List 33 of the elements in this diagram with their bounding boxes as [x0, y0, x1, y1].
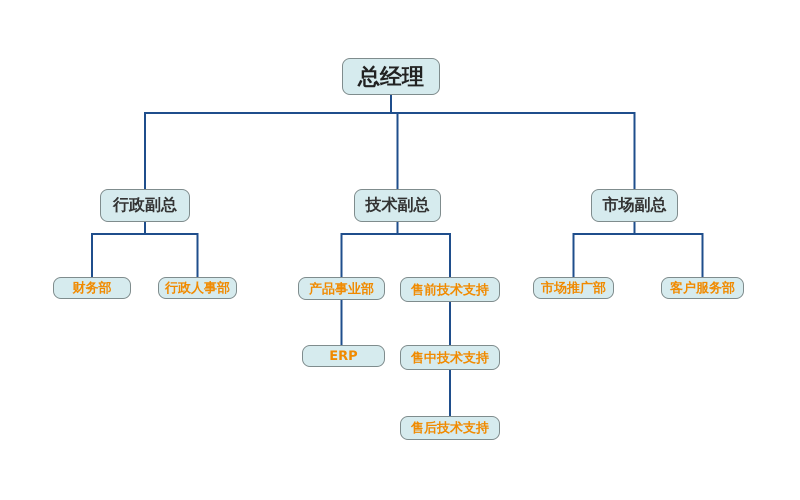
org-box [53, 277, 131, 299]
org-box [661, 277, 744, 299]
org-box [158, 277, 237, 299]
connector-line [340, 300, 342, 345]
box-label: ERP [329, 348, 358, 364]
connector-line [634, 222, 704, 277]
box-label: 总经理 [358, 64, 424, 92]
org-box [400, 345, 500, 370]
connector-line [390, 95, 636, 189]
box-label: 售中技术支持 [411, 350, 489, 366]
connector-line [449, 370, 451, 416]
org-box [400, 277, 500, 302]
box-label: 行政人事部 [165, 280, 230, 297]
box-label: 行政副总 [113, 195, 177, 216]
org-box [591, 189, 678, 222]
org-box [533, 277, 614, 299]
box-label: 市场推广部 [541, 280, 606, 297]
org-box [298, 277, 385, 300]
connector-line [449, 302, 451, 345]
box-label: 财务部 [72, 280, 112, 297]
org-box [400, 416, 500, 440]
box-label: 产品事业部 [309, 280, 374, 298]
connector-line [144, 222, 198, 277]
box-label: 技术副总 [366, 195, 430, 216]
box-label: 售后技术支持 [411, 420, 489, 437]
org-box [342, 58, 440, 95]
org-box [354, 189, 441, 222]
org-box [100, 189, 190, 222]
box-label: 市场副总 [602, 195, 666, 216]
connector-line [396, 222, 451, 277]
org-box [302, 345, 385, 367]
box-label: 客户服务部 [670, 280, 735, 297]
box-label: 售前技术支持 [411, 282, 489, 298]
